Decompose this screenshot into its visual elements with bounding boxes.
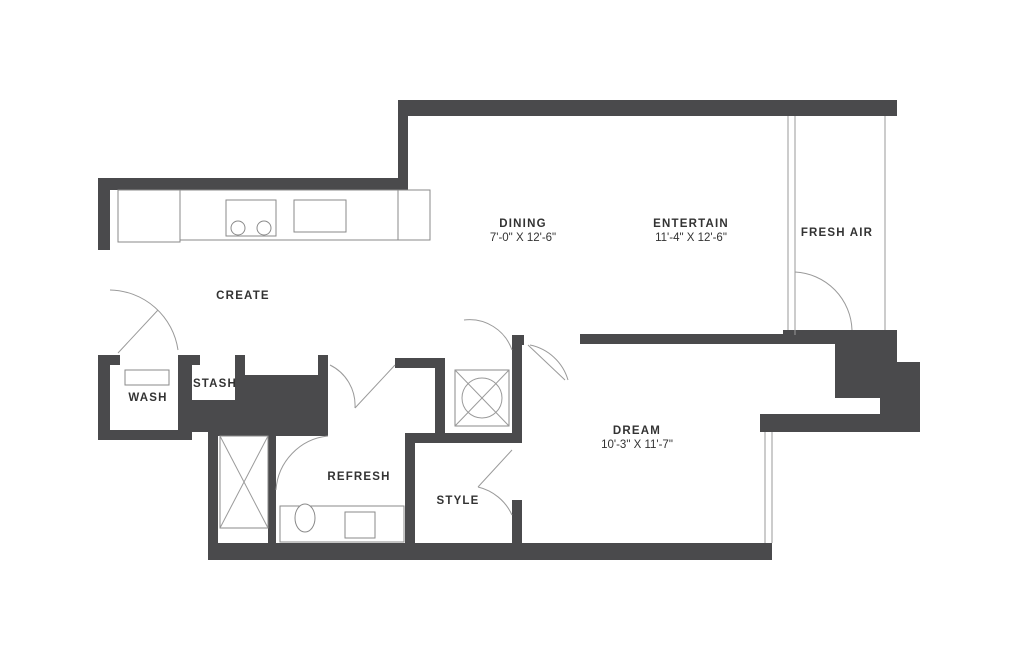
room-dream: DREAM 10'-3" X 11'-7" xyxy=(601,424,673,452)
room-name: REFRESH xyxy=(327,471,391,483)
room-dimensions: 11'-4" X 12'-6" xyxy=(655,232,727,244)
room-name: DREAM xyxy=(612,425,662,437)
room-stash: STASH xyxy=(193,377,237,391)
room-dimensions: 7'-0" X 12'-6" xyxy=(489,232,557,244)
room-style: STYLE xyxy=(436,494,479,508)
room-name: WASH xyxy=(128,392,168,404)
fixtures xyxy=(109,116,886,543)
room-dining: DINING 7'-0" X 12'-6" xyxy=(490,217,556,245)
walls xyxy=(98,100,920,560)
room-name: CREATE xyxy=(216,290,270,302)
room-wash: WASH xyxy=(128,391,167,405)
room-refresh: REFRESH xyxy=(327,470,390,484)
room-fresh-air: FRESH AIR xyxy=(801,226,873,240)
room-dimensions: 10'-3" X 11'-7" xyxy=(601,439,673,451)
room-name: STYLE xyxy=(436,495,480,507)
room-name: STASH xyxy=(192,378,238,390)
room-entertain: ENTERTAIN 11'-4" X 12'-6" xyxy=(653,217,729,245)
room-create: CREATE xyxy=(216,289,270,303)
room-name: FRESH AIR xyxy=(800,227,874,239)
room-name: DINING xyxy=(499,218,547,230)
room-name: ENTERTAIN xyxy=(653,218,729,230)
